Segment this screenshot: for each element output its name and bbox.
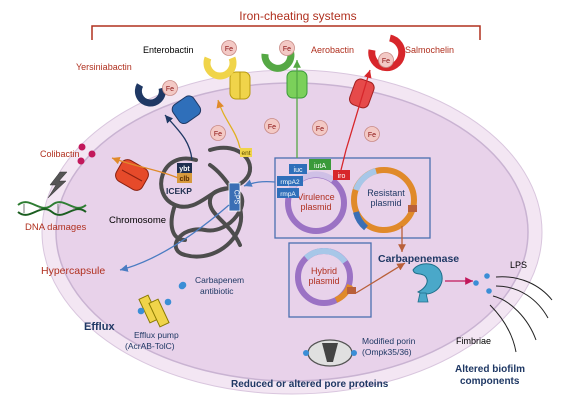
hybrid-plasmid-box: [288, 242, 372, 318]
resistant-plasmid-label-line-2: plasmid: [370, 198, 401, 208]
gene-iuta: iutA: [314, 163, 326, 170]
enterobactin-receptor-icon: [229, 71, 251, 100]
plasmid-box: [274, 157, 431, 239]
iron-ball-7: Fe: [312, 120, 328, 136]
colibactin-label: Colibactin: [40, 149, 80, 159]
iron-ball-label: Fe: [268, 124, 276, 131]
iron-ball-8: Fe: [364, 126, 380, 142]
iron-cheating-bracket: Iron-cheating systems: [91, 9, 481, 40]
ent-gene: ent: [240, 148, 252, 157]
iron-ball-1: Fe: [221, 40, 237, 56]
carbapenem-molecules: [179, 273, 492, 294]
hypercapsule-label: Hypercapsule: [41, 265, 105, 277]
iron-ball-label: Fe: [214, 131, 222, 138]
virulence-genes: iuc iutA rmpA2 rmpA iro: [277, 159, 350, 198]
efflux-pump-label: Efflux pump(AcrAB-TolC): [125, 330, 179, 351]
hybrid-plasmid-label-line-2: plasmid: [308, 276, 339, 286]
icekp-label: ICEKP: [166, 186, 192, 196]
iron-ball-label: Fe: [225, 46, 233, 53]
iron-ball-label: Fe: [382, 58, 390, 65]
iron-ball-label: Fe: [316, 126, 324, 133]
carbapenemase-label: Carbapenemase: [378, 253, 459, 265]
yersiniabactin-siderophore-icon: [134, 83, 166, 107]
aerobactin-label: Aerobactin: [311, 45, 354, 55]
dna-damages-label: DNA damages: [25, 222, 87, 233]
cps-gene: CPS: [228, 182, 241, 212]
iron-ball-4: Fe: [162, 80, 178, 96]
yersiniabactin-receptor-icon: [171, 95, 202, 125]
resistant-plasmid-label-line-1: Resistant: [367, 188, 405, 198]
arrows: [111, 60, 473, 294]
lightning-icon: [47, 171, 68, 199]
iron-ball-3: Fe: [378, 52, 394, 68]
modified-porin-label: Modified porin(Ompk35/36): [362, 336, 416, 357]
salmochelin-label: Salmochelin: [405, 45, 454, 55]
modified-porin-line-1: Modified porin: [362, 336, 416, 346]
lps-fimbriae-icon: [489, 276, 553, 353]
iron-ball-label: Fe: [368, 132, 376, 139]
carbapenem-line-1: Carbapenem: [195, 275, 244, 285]
yersiniabactin-label: Yersiniabactin: [76, 62, 132, 72]
gene-rmpa: rmpA: [280, 191, 296, 198]
carbapenem-line-2: antibiotic: [200, 286, 234, 296]
lps-label: LPS: [510, 260, 527, 270]
dna-helix-icon: [17, 201, 87, 216]
modified-porin-line-2: (Ompk35/36): [362, 347, 412, 357]
icekp-cassette: ybt clb ICEKP: [166, 163, 192, 196]
enterobactin-label: Enterobactin: [143, 45, 194, 55]
hybrid-plasmid-label-line-1: Hybrid: [311, 266, 337, 276]
iron-ball-6: Fe: [264, 118, 280, 134]
clb-gene-label: clb: [179, 176, 189, 183]
carbapenemase-enzyme-icon: [412, 263, 443, 303]
efflux-pump-line-1: Efflux pump: [134, 330, 179, 340]
title-iron-cheating: Iron-cheating systems: [239, 9, 356, 23]
altered-biofilm-line-1: Altered biofilm: [455, 364, 525, 375]
reduced-porin-label: Reduced or altered pore proteins: [231, 379, 389, 390]
cps-gene-label: CPS: [233, 190, 240, 205]
efflux-pump-line-2: (AcrAB-TolC): [125, 341, 175, 351]
virulence-plasmid-label-line-2: plasmid: [300, 202, 331, 212]
iron-ball-5: Fe: [210, 125, 226, 141]
iron-ball-2: Fe: [279, 40, 295, 56]
iron-ball-label: Fe: [283, 46, 291, 53]
modified-porin-icon: [303, 339, 357, 367]
enterobactin-siderophore-icon: [203, 56, 237, 80]
gene-iro: iro: [338, 173, 346, 180]
ybt-gene-label: ybt: [179, 166, 190, 173]
ent-gene-label: ent: [241, 150, 250, 157]
salmochelin-siderophore-icon: [368, 34, 406, 72]
labels: Enterobactin Aerobactin Salmochelin Yers…: [25, 45, 527, 390]
efflux-label: Efflux: [84, 321, 115, 333]
gene-iuc: iuc: [294, 167, 303, 174]
virulence-plasmid-label-line-1: Virulence: [297, 192, 334, 202]
iron-ball-label: Fe: [166, 86, 174, 93]
colibactin-molecules: [77, 143, 96, 165]
fimbriae-label: Fimbriae: [456, 336, 491, 346]
colibactin-exporter-icon: [115, 159, 149, 191]
gene-rmpa2: rmpA2: [280, 179, 300, 186]
chromosome-label: Chromosome: [109, 215, 166, 226]
altered-biofilm-line-2: components: [460, 376, 520, 387]
